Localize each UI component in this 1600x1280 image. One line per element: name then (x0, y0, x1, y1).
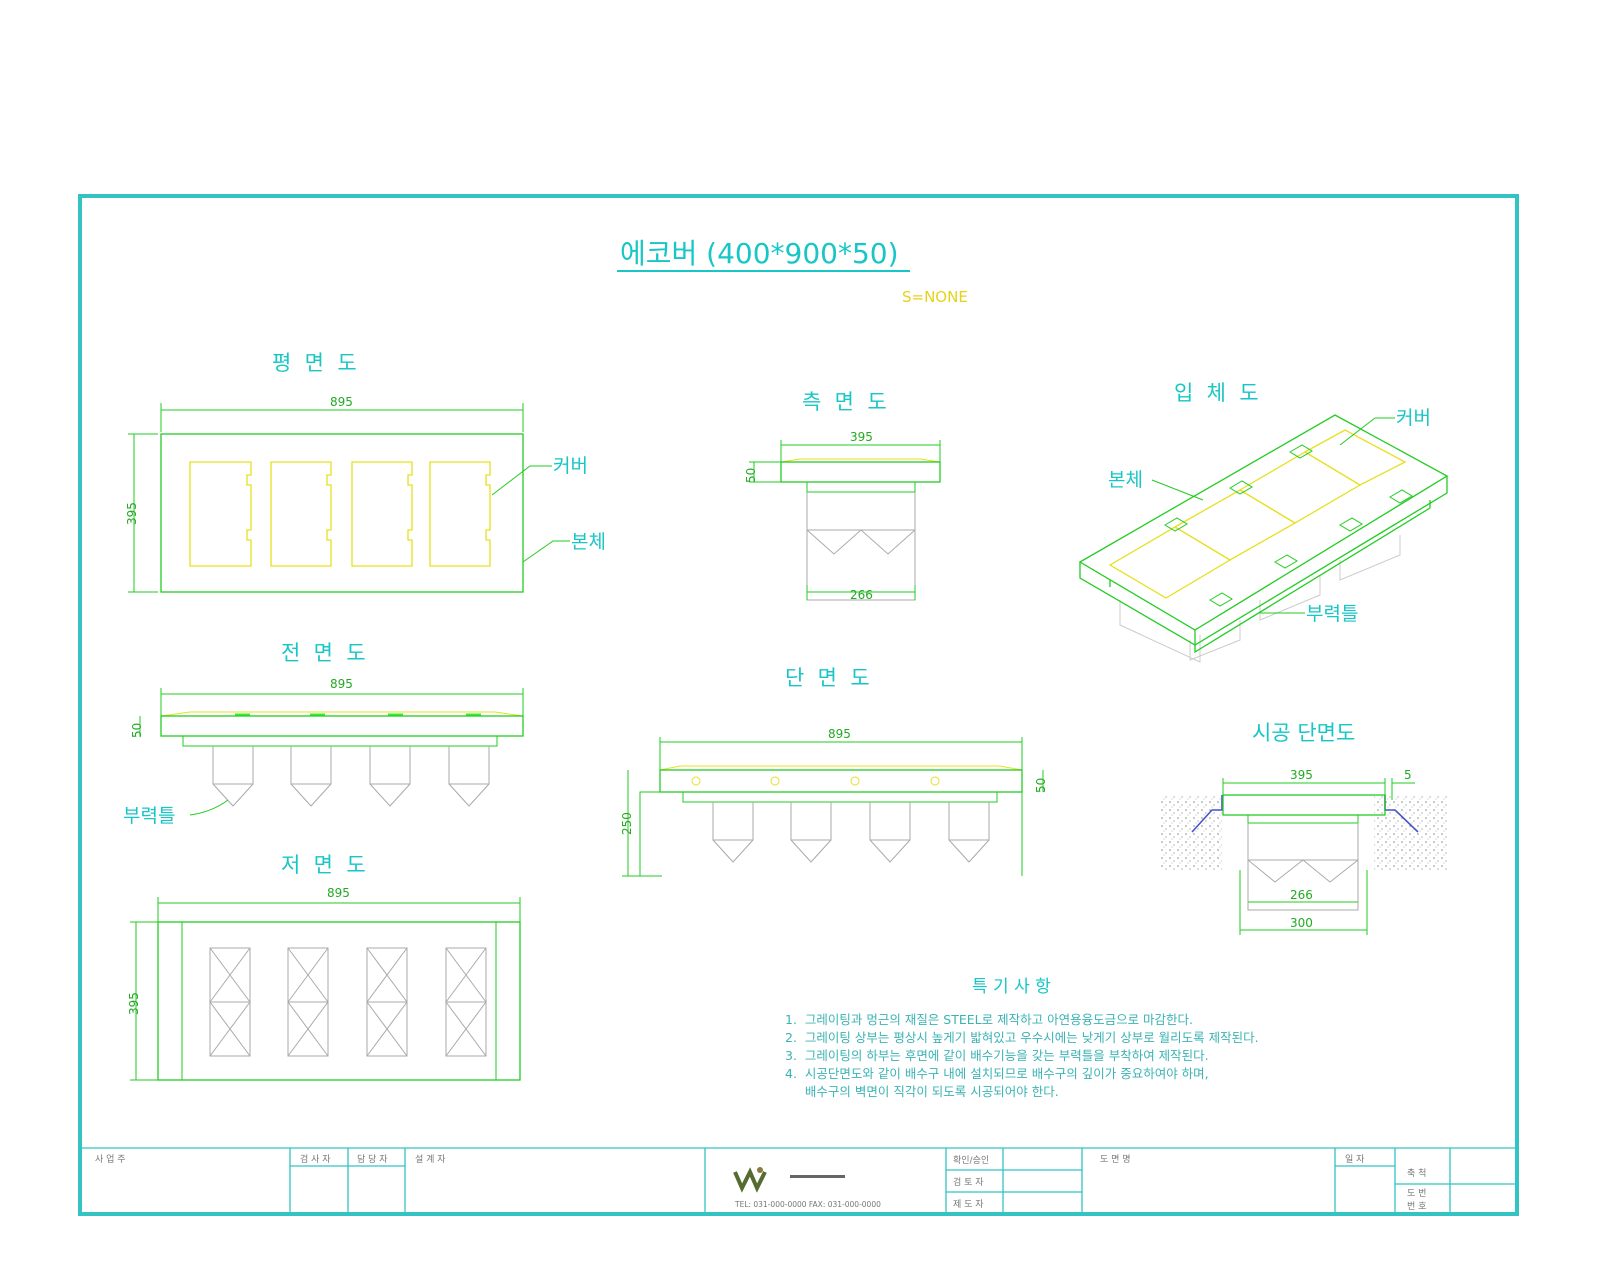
iso-body-label: 본체 (1108, 469, 1143, 491)
notes-title: 특 기 사 항 (972, 977, 1051, 997)
tb-reviewer: 검 사 자 (300, 1153, 331, 1165)
front-view-title: 전 면 도 (281, 641, 366, 665)
plan-cover-panels (189, 461, 491, 567)
tb-manager: 담 당 자 (357, 1153, 388, 1165)
plan-width-dim: 895 (330, 395, 353, 409)
section-left-dim: 250 (620, 812, 634, 835)
bottom-view: 저 면 도 895 395 (127, 853, 521, 1081)
drawing-frame (78, 194, 1519, 1216)
section-width-dim: 895 (828, 727, 851, 741)
side-height-dim: 50 (744, 468, 758, 483)
drawing-title: 에코버 (400*900*50) (620, 237, 899, 270)
side-bottom-dim: 266 (850, 588, 873, 602)
front-height-dim: 50 (130, 723, 144, 738)
company-footer: TEL: 031-000-0000 FAX: 031-000-0000 (734, 1200, 881, 1209)
front-view: 전 면 도 895 50 부력틀 (123, 641, 524, 827)
note-item: 3. 그레이팅의 하부는 후면에 같이 배수기능을 갖는 부력틀을 부착하여 제… (785, 1048, 1209, 1063)
plan-body-label: 본체 (571, 531, 606, 553)
tb-checked: 확인/승인 (953, 1154, 989, 1166)
front-floats (212, 746, 490, 807)
bottom-height-dim: 395 (127, 992, 141, 1015)
section-view: 단 면 도 895 250 50 (620, 666, 1048, 877)
front-width-dim: 895 (330, 677, 353, 691)
install-inner-dim: 266 (1290, 888, 1313, 902)
install-view-title: 시공 단면도 (1252, 721, 1355, 745)
note-item: 2. 그레이팅 상부는 평상시 높게기 밟혀있고 우수시에는 낮게기 상부로 월… (785, 1030, 1259, 1045)
tb-number: 도 번 (1407, 1188, 1426, 1199)
side-view: 측 면 도 395 50 266 (744, 390, 941, 602)
tb-designer: 설 계 자 (415, 1153, 446, 1165)
plan-height-dim: 395 (125, 502, 139, 525)
install-view: 시공 단면도 395 5 266 300 (1160, 721, 1449, 935)
note-item: 1. 그레이팅과 멍근의 재질은 STEEL로 제작하고 아연용융도금으로 마감… (785, 1012, 1193, 1027)
note-item: 배수구의 벽면이 직각이 되도록 시공되어야 한다. (785, 1084, 1059, 1099)
tb-drawing-name: 도 면 명 (1100, 1154, 1131, 1165)
company-logo (733, 1167, 845, 1193)
bottom-width-dim: 895 (327, 886, 350, 900)
iso-view: 입 체 도 커버 (1078, 381, 1449, 663)
tb-date: 일 자 (1345, 1154, 1365, 1165)
plan-view-title: 평 면 도 (272, 351, 357, 375)
iso-frame-label: 부력틀 (1306, 603, 1358, 625)
bottom-float-boxes (209, 947, 487, 1057)
section-right-dim: 50 (1034, 778, 1048, 793)
plan-view: 평 면 도 895 395 커버 본체 (125, 351, 606, 593)
install-gap-dim: 5 (1404, 768, 1412, 782)
tb-approved: 검 토 자 (953, 1176, 984, 1188)
section-view-title: 단 면 도 (785, 666, 870, 690)
install-outer-dim: 300 (1290, 916, 1313, 930)
iso-view-title: 입 체 도 (1174, 381, 1259, 405)
drawing-scale: S=NONE (902, 288, 968, 306)
plan-body-outline (160, 433, 524, 593)
title-block (80, 1147, 1517, 1214)
notes-block: 특 기 사 항 1. 그레이팅과 멍근의 재질은 STEEL로 제작하고 아연용… (785, 977, 1259, 1099)
tb-drafted: 제 도 자 (953, 1199, 984, 1210)
iso-cover-label: 커버 (1396, 407, 1431, 429)
side-top-dim: 395 (850, 430, 873, 444)
plan-cover-label: 커버 (553, 455, 588, 477)
ground-hatch (1160, 795, 1449, 870)
tb-sheet: 번 호 (1407, 1201, 1426, 1212)
bottom-view-title: 저 면 도 (281, 853, 366, 877)
note-item: 4. 시공단면도와 같이 배수구 내에 설치되므로 배수구의 깊이가 중요하여야… (785, 1066, 1209, 1081)
side-view-title: 측 면 도 (802, 390, 887, 414)
install-top-dim: 395 (1290, 768, 1313, 782)
front-frame-label: 부력틀 (123, 805, 175, 827)
tb-client: 사 업 주 (95, 1154, 126, 1165)
tb-scale: 축 척 (1407, 1168, 1426, 1179)
